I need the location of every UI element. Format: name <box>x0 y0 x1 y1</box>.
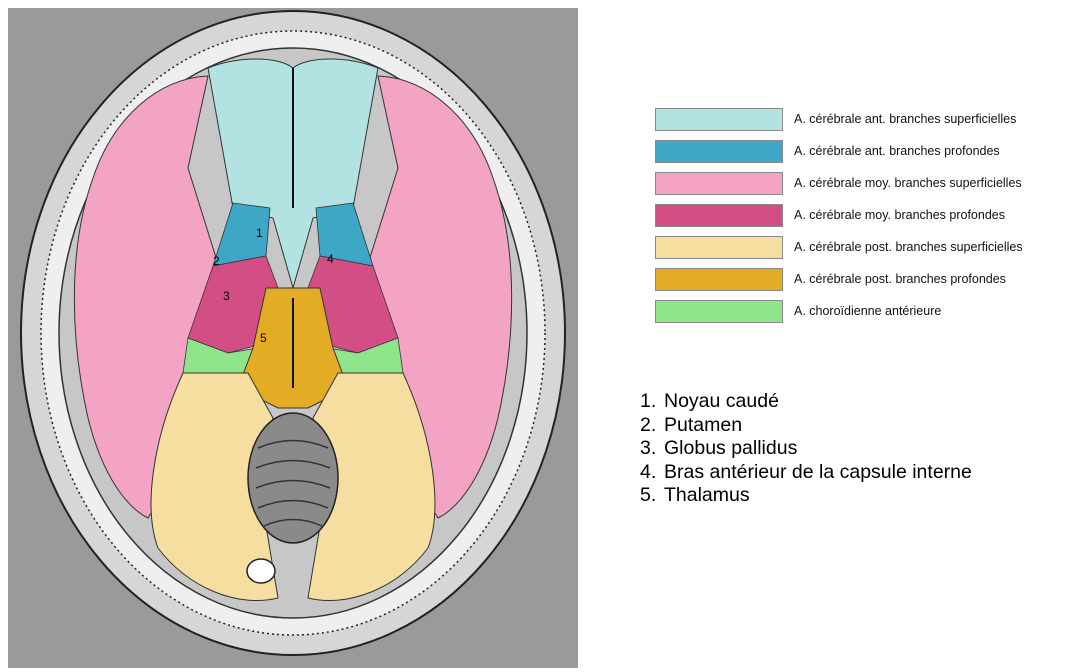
structure-number: 1. <box>640 390 664 414</box>
legend-swatch <box>655 204 783 227</box>
legend-swatch <box>655 108 783 131</box>
legend-swatch <box>655 172 783 195</box>
structure-item: 2.Putamen <box>640 414 972 438</box>
structure-label: Putamen <box>664 414 742 436</box>
structure-label: Globus pallidus <box>664 437 797 459</box>
structure-label: Bras antérieur de la capsule interne <box>664 461 972 483</box>
structure-number: 2. <box>640 414 664 438</box>
fig-label-3: 3 <box>223 289 230 303</box>
legend-label: A. choroïdienne antérieure <box>794 304 941 318</box>
legend-swatch <box>655 268 783 291</box>
midbrain <box>248 413 338 543</box>
structure-item: 3.Globus pallidus <box>640 437 972 461</box>
legend-label: A. cérébrale ant. branches superficielle… <box>794 112 1016 126</box>
structure-number: 3. <box>640 437 664 461</box>
structure-label: Thalamus <box>664 484 750 506</box>
structure-number: 4. <box>640 461 664 485</box>
legend-label: A. cérébrale post. branches superficiell… <box>794 240 1023 254</box>
structure-label: Noyau caudé <box>664 390 779 412</box>
fig-label-1: 1 <box>256 226 263 240</box>
legend-label: A. cérébrale post. branches profondes <box>794 272 1006 286</box>
pineal-spot <box>247 559 275 583</box>
legend-swatch <box>655 300 783 323</box>
legend-swatch <box>655 140 783 163</box>
fig-label-4: 4 <box>327 252 334 266</box>
structure-number: 5. <box>640 484 664 508</box>
structure-item: 5.Thalamus <box>640 484 972 508</box>
fig-label-2: 2 <box>213 254 220 268</box>
structure-item: 4.Bras antérieur de la capsule interne <box>640 461 972 485</box>
legend-label: A. cérébrale ant. branches profondes <box>794 144 1000 158</box>
legend-label: A. cérébrale moy. branches superficielle… <box>794 176 1022 190</box>
structure-list: 1.Noyau caudé 2.Putamen 3.Globus pallidu… <box>640 390 972 508</box>
brain-axial-section-figure: 1 2 3 4 5 <box>8 8 578 668</box>
legend-label: A. cérébrale moy. branches profondes <box>794 208 1005 222</box>
legend-swatch <box>655 236 783 259</box>
structure-item: 1.Noyau caudé <box>640 390 972 414</box>
fig-label-5: 5 <box>260 331 267 345</box>
